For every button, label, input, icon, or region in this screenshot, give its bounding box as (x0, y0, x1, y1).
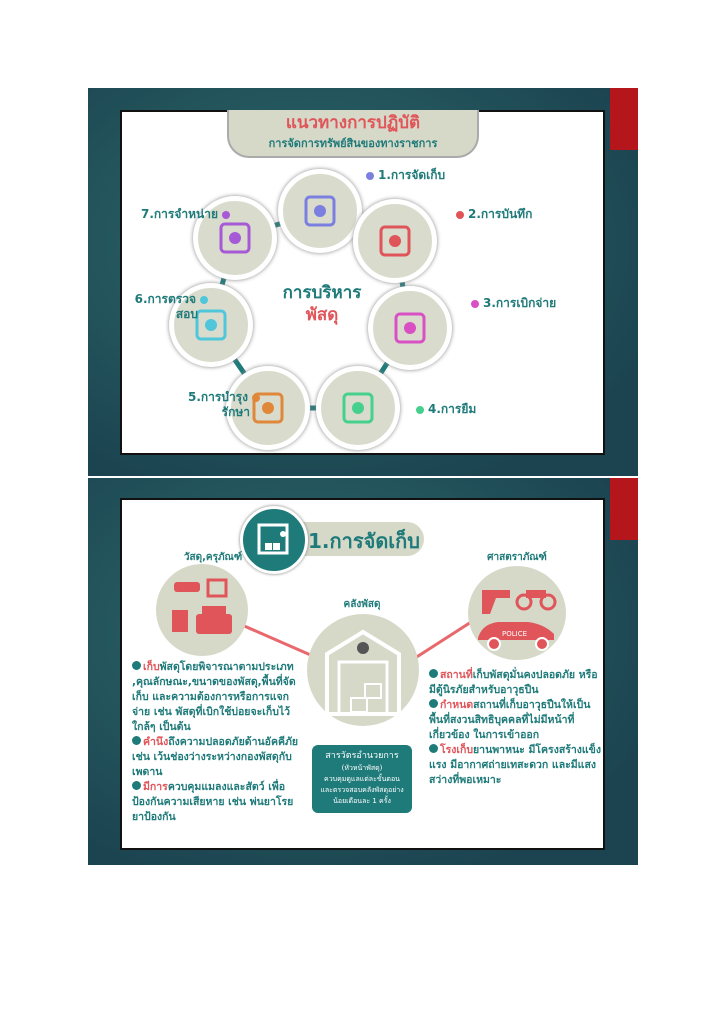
weapons-vehicles-icon: POLICE (468, 566, 566, 660)
slide-1-content: แนวทางการปฏิบัติ การจัดการทรัพย์สินของทา… (120, 110, 605, 455)
bullet-dot-icon (456, 210, 464, 219)
step-label-6: 6.การตรวจสอบ (135, 292, 212, 322)
bullet-dot-icon (471, 299, 479, 308)
bullet-dot-icon (416, 405, 424, 414)
left-bullets: เก็บพัสดุโดยพิจารณาตามประเภท ,คุณลักษณะ,… (132, 660, 302, 825)
bullet-icon (132, 781, 141, 790)
right-bullets: สถานที่เก็บพัสดุมั่นคงปลอดภัย หรือมีตู้น… (429, 668, 601, 788)
bullet-dot-icon (252, 393, 260, 402)
bullet-icon (132, 661, 141, 670)
red-accent (610, 88, 638, 150)
slide-1: แนวทางการปฏิบัติ การจัดการทรัพย์สินของทา… (88, 88, 638, 476)
bullet-dot-icon (366, 171, 374, 180)
step-label-7: 7.การจำหน่าย (141, 207, 234, 222)
hand-arrow-icon (342, 392, 374, 424)
document-pen-icon (379, 225, 411, 257)
box-line: และตรวจสอบคลังพัสดุอย่าง (320, 786, 404, 794)
bullet-icon (429, 669, 438, 678)
bullet-item: มีการควบคุมแมลงและสัตว์ เพื่อป้องกันความ… (132, 781, 294, 823)
step-circle-1 (278, 169, 362, 253)
box-line: ควบคุมดูแลแต่ละขั้นตอน (324, 775, 400, 783)
step-label-2: 2.การบันทึก (452, 207, 532, 222)
step-circle-4 (316, 366, 400, 450)
center-line-1: การบริหาร (282, 283, 362, 303)
bullet-dot-icon (222, 210, 230, 219)
left-label: วัสดุ,ครุภัณฑ์ (183, 552, 243, 563)
slide-subtitle: การจัดการทรัพย์สินของทางราชการ (268, 137, 438, 150)
bullet-icon (429, 699, 438, 708)
center-title: การบริหาร พัสดุ (272, 282, 372, 326)
bullet-item: เก็บพัสดุโดยพิจารณาตามประเภท ,คุณลักษณะ,… (132, 661, 296, 733)
box-line: น้อยเดือนละ 1 ครั้ง (333, 797, 391, 805)
step-label-5: 5.การบำรุงรักษา (188, 390, 264, 420)
step-circle-6 (169, 283, 253, 367)
gear-wrench-icon (252, 392, 284, 424)
box-line: (หัวหน้าพัสดุ) (341, 764, 383, 772)
step-circle-3 (368, 286, 452, 370)
slide-2: 1.การจัดเก็บ วัสดุ,ครุภัณฑ์ คลังพัสดุ ศา… (88, 478, 638, 865)
auction-icon (219, 222, 251, 254)
slide-2-content: 1.การจัดเก็บ วัสดุ,ครุภัณฑ์ คลังพัสดุ ศา… (120, 498, 605, 850)
center-label: คลังพัสดุ (343, 599, 381, 610)
bullet-item: โรงเก็บยานพาหนะ มีโครงสร้างแข็งแรง มีอาก… (429, 744, 601, 786)
bullet-item: กำหนดสถานที่เก็บอาวุธปืนให้เป็นพื้นที่สง… (429, 699, 591, 741)
warehouse-icon (240, 506, 308, 574)
step-circle-5 (226, 366, 310, 450)
bullet-item: สถานที่เก็บพัสดุมั่นคงปลอดภัย หรือมีตู้น… (429, 669, 598, 696)
slide-title: แนวทางการปฏิบัติ (285, 113, 421, 133)
center-line-2: พัสดุ (305, 305, 339, 325)
warehouse-icon (304, 195, 336, 227)
bullet-icon (132, 736, 141, 745)
slide-2-title: 1.การจัดเก็บ (308, 529, 420, 553)
police-text: POLICE (502, 630, 527, 638)
box-line: สารวัตรอำนวยการ (325, 751, 399, 761)
step-label-4: 4.การยืม (412, 402, 476, 417)
bullet-icon (429, 744, 438, 753)
right-label: ศาสตราภัณฑ์ (487, 552, 547, 563)
handover-icon (394, 312, 426, 344)
title-banner: แนวทางการปฏิบัติ การจัดการทรัพย์สินของทา… (227, 110, 479, 158)
office-supplies-icon (156, 564, 248, 656)
checklist-icon (195, 309, 227, 341)
bullet-item: คำนึงถึงความปลอดภัยด้านอัคคีภัย เช่น เว้… (132, 736, 299, 778)
supervisor-box: สารวัตรอำนวยการ (หัวหน้าพัสดุ) ควบคุมดูแลแ… (312, 745, 412, 813)
step-circle-7 (193, 196, 277, 280)
step-label-3: 3.การเบิกจ่าย (467, 296, 556, 311)
step-circle-2 (353, 199, 437, 283)
red-accent (610, 478, 638, 540)
storehouse-icon (307, 614, 419, 726)
bullet-dot-icon (200, 295, 208, 304)
step-label-1: 1.การจัดเก็บ (362, 168, 445, 183)
